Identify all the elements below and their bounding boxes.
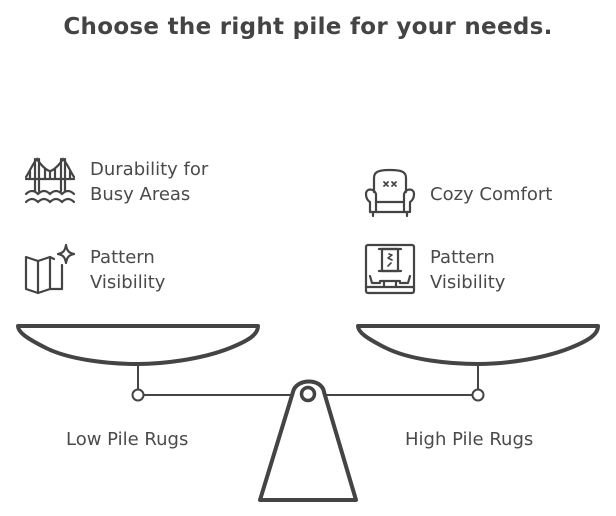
map-sparkle-icon xyxy=(24,243,76,295)
left-pan xyxy=(16,324,260,366)
feature-label-pattern-left: Pattern Visibility xyxy=(90,247,166,293)
low-pile-label: Low Pile Rugs xyxy=(66,429,189,450)
feature-label-pattern-right: Pattern Visibility xyxy=(430,247,506,293)
right-pan xyxy=(356,324,600,366)
feature-label-durability: Durability for Busy Areas xyxy=(90,159,209,205)
page-title: Choose the right pile for your needs. xyxy=(63,14,553,40)
bridge-icon xyxy=(24,155,76,207)
armchair-icon xyxy=(364,168,416,220)
feature-label-cozy: Cozy Comfort xyxy=(430,184,553,205)
high-pile-label: High Pile Rugs xyxy=(405,429,534,450)
framed-room-icon xyxy=(364,243,416,295)
